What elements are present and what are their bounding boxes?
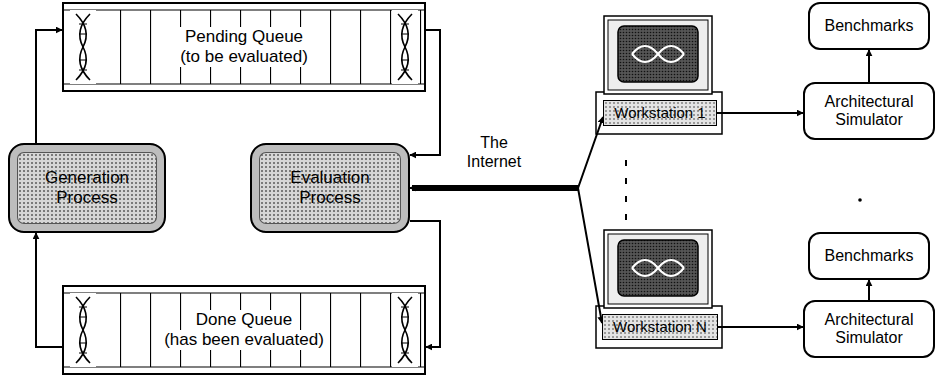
node-title: Done Queue	[190, 310, 298, 330]
connector-arrow	[36, 30, 62, 143]
node-title: Generation Process	[15, 168, 159, 207]
node-title: Pending Queue	[179, 27, 309, 47]
process-box: Generation Process	[8, 143, 166, 233]
workstation-label: Workstation N	[602, 314, 718, 340]
node-title: Architectural Simulator	[805, 93, 933, 130]
workstation-label: Workstation 1	[603, 100, 717, 126]
connector-arrow	[718, 326, 803, 328]
queue-box: Pending Queue(to be evaluated)	[62, 2, 426, 92]
connector-arrow	[868, 280, 870, 300]
connector-arrow	[717, 112, 803, 114]
node-title: Workstation 1	[610, 104, 709, 121]
process-box: Evaluation Process	[250, 143, 410, 233]
node-title: Benchmarks	[819, 17, 920, 35]
node-title: Evaluation Process	[258, 168, 402, 207]
connector-arrow	[868, 50, 870, 82]
simulator-box: Architectural Simulator	[803, 82, 935, 140]
connector-arrow	[410, 117, 603, 188]
node-subtitle: (to be evaluated)	[174, 47, 314, 67]
queue-box: Done Queue(has been evaluated)	[62, 285, 426, 375]
benchmarks-box: Benchmarks	[808, 232, 930, 280]
connector-arrow	[36, 233, 62, 347]
benchmarks-box: Benchmarks	[808, 2, 930, 50]
node-title: Workstation N	[609, 318, 711, 335]
edge-label: The Internet	[449, 133, 539, 172]
node-subtitle: (has been evaluated)	[158, 330, 330, 350]
node-title: Benchmarks	[819, 247, 920, 265]
connector-arrow	[410, 188, 602, 323]
simulator-box: Architectural Simulator	[803, 300, 935, 358]
node-title: Architectural Simulator	[805, 311, 933, 348]
